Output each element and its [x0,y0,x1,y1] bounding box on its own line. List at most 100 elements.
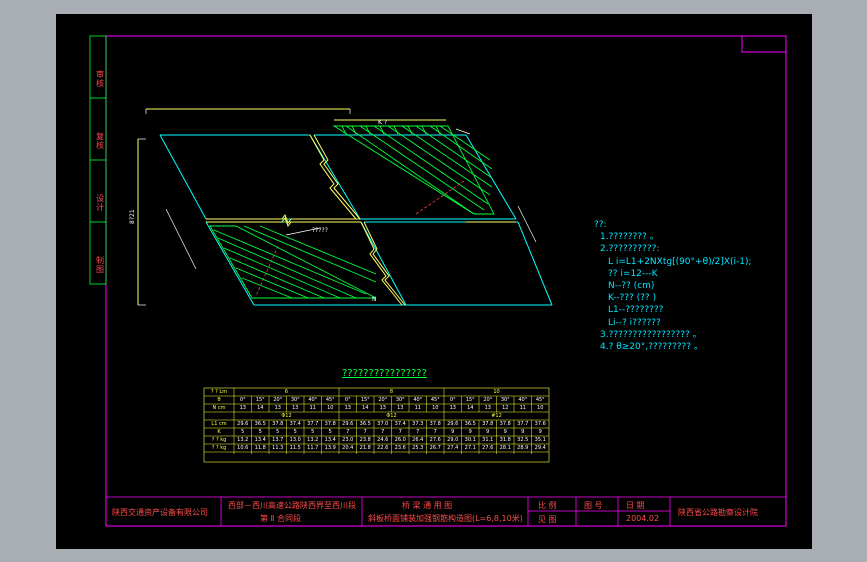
label-left-dim: 8?21 [129,209,136,224]
table-cell: 20° [273,397,283,403]
table-cell: 32.5 [517,437,529,443]
table-cell: 37.4 [394,421,406,427]
sheet-label: 图 号 [584,501,603,510]
table-cell: L1 cm [211,421,227,427]
table-cell: 40° [413,397,423,403]
hatch-top [332,125,495,215]
table-cell: 13.2 [307,437,319,443]
table-cell: 37.8 [324,421,336,427]
dimension-lines [138,109,537,306]
table-cell: 25.3 [412,445,424,451]
table-cell: 11.8 [254,445,266,451]
table-cell: 28.9 [517,445,529,451]
table-cell: 5 [328,429,332,435]
table-cell: 5 [293,429,297,435]
table-cell: 37.0 [377,421,389,427]
table-cell: 37.7 [517,421,529,427]
label-n: N [372,296,377,303]
table-cell: 45° [430,397,440,403]
table-cell: 11.3 [272,445,284,451]
title-block-grid [106,496,786,526]
table-cell: 30° [395,397,405,403]
table-cell: 23.6 [394,445,406,451]
table-cell: 14 [467,405,474,411]
table-cell: 27.4 [447,445,459,451]
table-cell: 24.6 [377,437,389,443]
table-cell: 13.0 [289,437,301,443]
table-cell: 7 [381,429,385,435]
project-line-2: 第 Ⅱ 合同段 [260,514,302,523]
table-cell: 13 [274,405,281,411]
table-cell: 10.6 [237,445,249,451]
cad-drawing: K ? 8?21 ????? N [89,35,787,527]
cad-viewport[interactable]: K ? 8?21 ????? N 审核 复核 设计 制图 ??: 1.?????… [56,14,812,549]
table-cell: 30.1 [464,437,476,443]
table-cell: 15° [360,397,370,403]
company-name: 陕西交通资产设备有限公司 [112,508,208,517]
table-cell: 20° [378,397,388,403]
table-cell: 36.5 [464,421,476,427]
side-tab-design: 设计 [96,194,104,212]
table-cell: 14 [362,405,369,411]
table-cell: 13.7 [272,437,284,443]
table-cell: K [217,429,221,435]
label-top-inner: K ? [378,119,387,126]
deck-joints [137,108,516,306]
table-cell: 9 [538,429,542,435]
table-cell: 29.6 [342,421,354,427]
table-cell: 26.0 [394,437,406,443]
table-cell: Φ12 [386,413,397,419]
table-cell: 10 [327,405,334,411]
table-cell: 10 [432,405,439,411]
table-cell: 8 [389,389,394,395]
table-cell: 13 [239,405,246,411]
table-cell: 21.8 [359,445,371,451]
table-cell: 37.6 [534,421,546,427]
table-cell: 5 [311,429,315,435]
table-cell: 20° [483,397,493,403]
table-grid [203,387,550,463]
table-cell: 5 [258,429,262,435]
side-tab-draft: 制图 [96,256,104,274]
table-cell: 13 [344,405,351,411]
page-label: 见 图 [538,515,557,524]
table-cell: 27.6 [482,445,494,451]
corner-box [741,35,787,53]
table-cell: 6 [284,389,289,395]
table-cell: 0° [239,397,246,403]
table-cell: 36.5 [359,421,371,427]
table-cell: 22.6 [377,445,389,451]
table-cell: 13 [449,405,456,411]
table-cell: 37.8 [429,421,441,427]
table-cell: 37.8 [272,421,284,427]
table-cell: 9 [468,429,472,435]
table-cell: 29.4 [534,445,546,451]
hatch-bottom [209,225,377,299]
table-cell: 40° [518,397,528,403]
table-cell: 7 [346,429,350,435]
table-cell: 10 [493,389,500,395]
table-cell: 13.9 [324,445,336,451]
notes-line: 3.????????????????? 。 [600,329,702,340]
table-cell: 13 [292,405,299,411]
notes-line: L1--???????? [608,305,664,316]
table-cell: 9 [451,429,455,435]
table-cell: 12 [502,405,509,411]
table-cell: 27.1 [464,445,476,451]
table-cell: 7 [416,429,420,435]
notes-line: Li--? i?????? [608,317,661,328]
date-label: 日 期 [626,501,645,510]
table-cell: ? ? Lm [210,389,228,395]
table-cell: 9 [521,429,525,435]
table-cell: 13.4 [324,437,336,443]
table-cell: 29.6 [447,421,459,427]
table-cell: 15° [465,397,475,403]
scale-label: 比 例 [538,501,557,510]
project-line-1: 西部－西川高速公路陕西界至西川段 [228,501,356,510]
table-cell: 14 [257,405,264,411]
table-cell: 31.8 [499,437,511,443]
table-cell: 7 [433,429,437,435]
notes-line: ?? i=12---K [608,268,658,279]
table-cell: 9 [503,429,507,435]
table-cell: 28.1 [499,445,511,451]
